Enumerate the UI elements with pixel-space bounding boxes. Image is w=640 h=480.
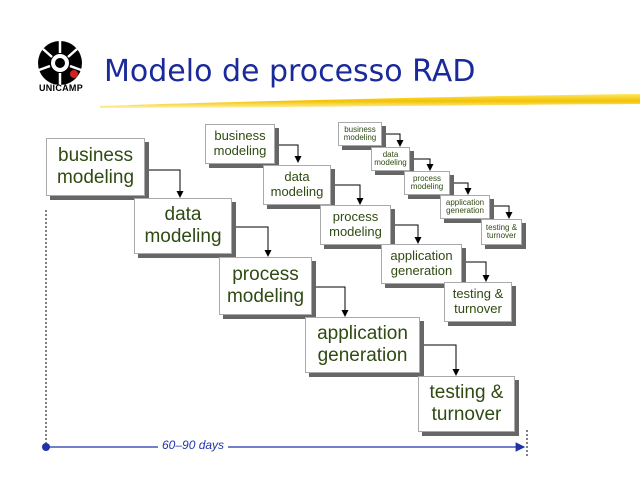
stage-box-process-modeling-small: process modeling <box>404 171 450 195</box>
stage-box-data-modeling-medium: data modeling <box>263 165 331 205</box>
stage-box-testing-turnover-large: testing & turnover <box>418 376 515 432</box>
stage-box-business-modeling-small: business modeling <box>338 122 382 146</box>
flow-arrows <box>145 133 513 376</box>
stage-box-application-generation-large: application generation <box>305 317 420 373</box>
page-title: Modelo de processo RAD <box>104 54 476 89</box>
stage-box-testing-turnover-medium: testing & turnover <box>444 282 512 322</box>
stage-box-process-modeling-large: process modeling <box>219 257 312 315</box>
stage-box-testing-turnover-small: testing & turnover <box>481 219 522 245</box>
logo-text: UNICAMP <box>38 83 84 93</box>
stage-box-data-modeling-large: data modeling <box>134 198 232 254</box>
stage-box-business-modeling-medium: business modeling <box>205 124 275 164</box>
timeline-label: 60–90 days <box>158 438 229 452</box>
stage-box-application-generation-small: application generation <box>440 195 490 219</box>
stage-box-application-generation-medium: application generation <box>381 244 462 284</box>
stage-box-business-modeling-large: business modeling <box>46 138 145 196</box>
timeline-start-dot <box>42 443 50 451</box>
stage-box-process-modeling-medium: process modeling <box>320 205 391 245</box>
unicamp-logo-icon <box>38 41 82 85</box>
title-underline-bar <box>100 94 640 108</box>
stage-box-data-modeling-small: data modeling <box>371 147 410 171</box>
